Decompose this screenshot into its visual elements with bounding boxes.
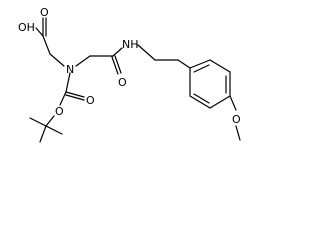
bond-ch2-ring [177,59,191,69]
ring-inner-1 [193,64,210,73]
ring-bond-1 [189,59,211,69]
bond-camide-nh [112,47,123,57]
chemical-structure: OH O N O NH O O O [18,6,241,143]
bond-n-cboc [65,72,71,93]
bond-camide-o-a [111,56,119,75]
ring-bond-2 [209,59,231,73]
bond-camide-o-b [114,55,122,74]
bond-ctbu-me3 [39,125,47,143]
atom-o-carbamate-single: O [55,105,64,118]
bond-c1-ch2 [42,35,51,55]
ring-bond-4 [209,95,231,109]
bond-ctbu-me2 [45,125,63,135]
atom-o-amide: O [118,76,127,89]
bond-cboc-o-double-b [65,94,85,101]
atom-o-acid: O [40,6,49,19]
bond-nh-ch2 [137,44,156,61]
ring-inner-3 [193,93,210,104]
atom-nh: NH [122,38,139,51]
bond-ctbu-me1 [29,117,47,127]
bond-o-ctbu [45,115,55,127]
bond-n-ch2b [75,55,91,67]
structure-canvas: OH O N O NH O O O [18,6,241,143]
atom-o-methoxy: O [232,113,241,126]
bond-o-ch3 [235,125,241,141]
bond-c1-oh [35,27,44,37]
ring-bond-5 [189,95,211,109]
bond-cboc-o [59,91,67,106]
bond-ch2-n [49,53,65,67]
bond-cboc-o-double-a [65,91,85,98]
atom-oh: OH [18,21,35,34]
bond-ring-o [229,95,237,111]
atom-o-carbamate-double: O [86,94,95,107]
atom-n-amine: N [66,63,74,76]
